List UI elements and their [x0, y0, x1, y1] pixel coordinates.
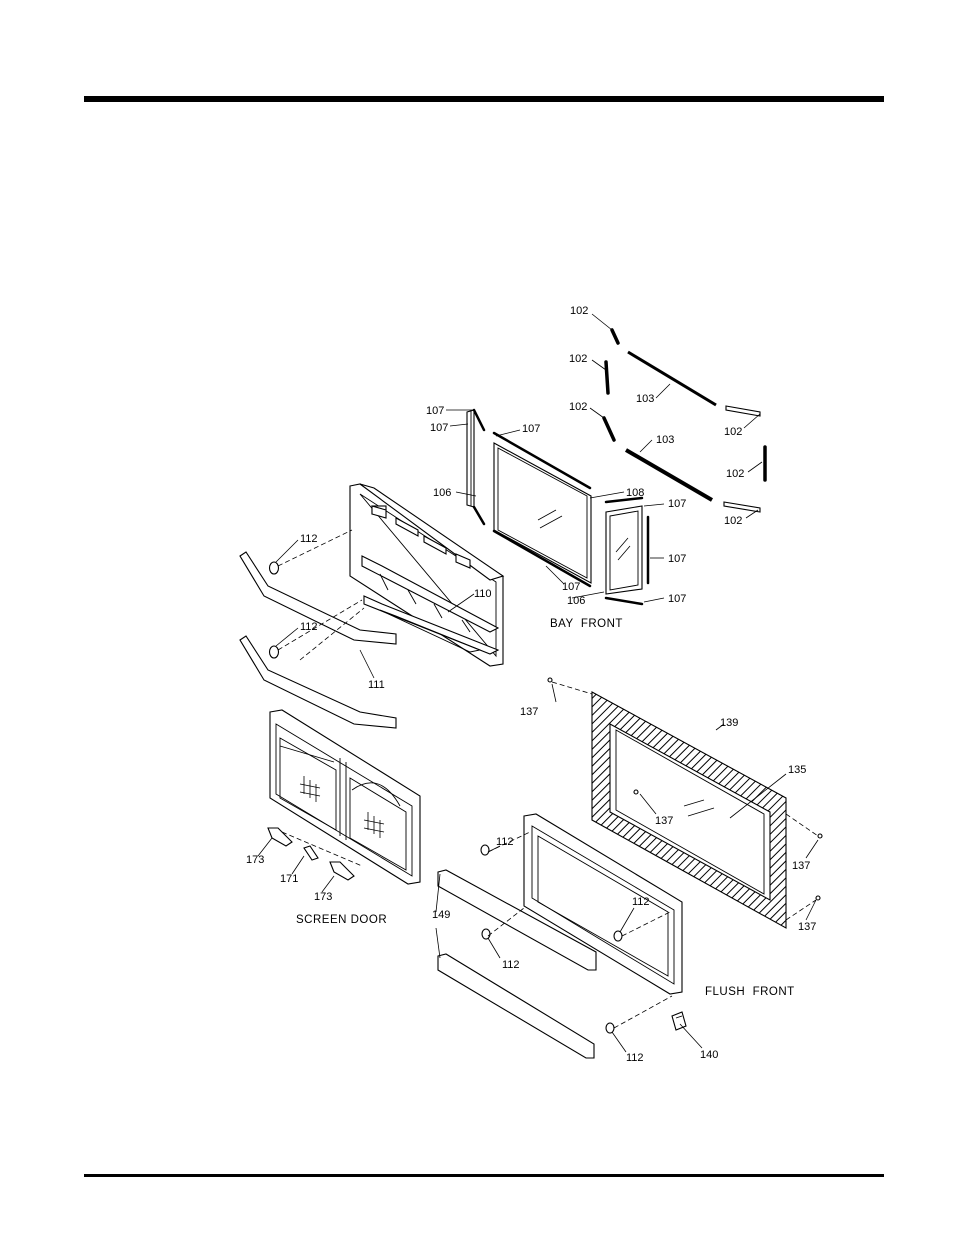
label-103b: 103: [656, 434, 674, 446]
label-102a: 102: [570, 305, 588, 317]
caption-screen-door: SCREEN DOOR: [296, 914, 387, 926]
label-102c: 102: [569, 401, 587, 413]
label-137b: 137: [655, 815, 673, 827]
label-107a: 107: [426, 405, 444, 417]
label-107g: 107: [668, 593, 686, 605]
label-111: 111: [368, 679, 385, 691]
label-140: 140: [700, 1049, 718, 1061]
knob-112-bay: [270, 562, 279, 658]
label-107b: 107: [430, 422, 448, 434]
label-108: 108: [626, 487, 644, 499]
glass-retainer-102a: [612, 330, 618, 343]
side-glass-right: [606, 506, 642, 594]
bay-front-glass-kit: [467, 330, 765, 604]
label-112a: 112: [300, 533, 318, 545]
label-112e: 112: [502, 959, 520, 971]
label-106b: 106: [567, 595, 585, 607]
label-173a: 173: [246, 854, 264, 866]
label-137c: 137: [792, 860, 810, 872]
label-112c: 112: [496, 836, 514, 848]
label-107e: 107: [668, 553, 686, 565]
label-112f: 112: [626, 1052, 644, 1064]
caption-flush-front: FLUSH FRONT: [705, 986, 795, 998]
label-106a: 106: [433, 487, 451, 499]
hinge-140: [672, 1012, 686, 1030]
label-102f: 102: [724, 515, 742, 527]
glass-retainer-102c: [604, 418, 614, 440]
glass-retainer-102d: [726, 406, 760, 416]
glass-retainer-102b: [606, 362, 608, 393]
label-107f: 107: [562, 581, 580, 593]
label-173b: 173: [314, 891, 332, 903]
part-number-labels: 102 102 102 103 103 102 102 102 107 107 …: [246, 305, 816, 1064]
side-glass-left-frame: [467, 410, 474, 507]
label-110: 110: [474, 588, 492, 600]
label-171: 171: [280, 873, 298, 885]
glass-retainer-102f: [724, 502, 760, 512]
label-107d: 107: [668, 498, 686, 510]
label-107c: 107: [522, 423, 540, 435]
label-112b: 112: [300, 621, 318, 633]
label-102b: 102: [569, 353, 587, 365]
label-103a: 103: [636, 393, 654, 405]
label-137a: 137: [520, 706, 538, 718]
label-137d: 137: [798, 921, 816, 933]
screen-door: [270, 710, 420, 884]
caption-bay-front: BAY FRONT: [550, 618, 623, 630]
center-glass-108: [494, 443, 591, 583]
label-102d: 102: [724, 426, 742, 438]
label-139: 139: [720, 717, 738, 729]
label-149: 149: [432, 909, 450, 921]
label-112d: 112: [632, 896, 650, 908]
label-102e: 102: [726, 468, 744, 480]
label-135: 135: [788, 764, 806, 776]
